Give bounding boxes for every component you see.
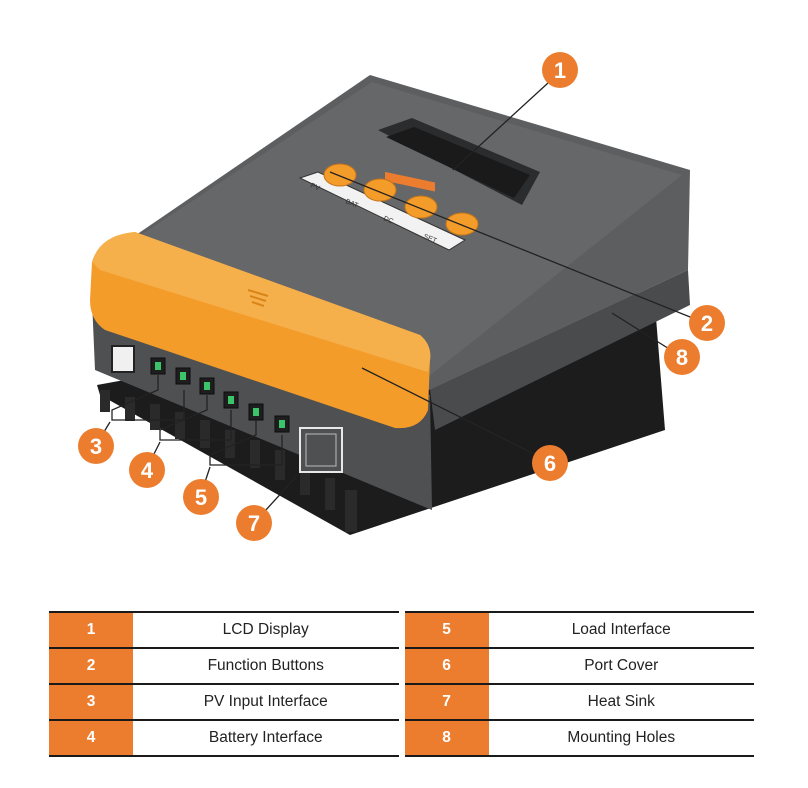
legend-number: 3 — [49, 683, 133, 721]
controller-diagram: PV BAT DC SET — [78, 52, 725, 541]
legend-label: Port Cover — [488, 647, 754, 685]
legend-label: Load Interface — [488, 611, 754, 649]
legend-gap — [398, 612, 405, 648]
legend-number: 4 — [49, 719, 133, 757]
callout-4: 4 — [129, 452, 165, 488]
bat-button[interactable] — [363, 178, 397, 202]
svg-text:5: 5 — [195, 485, 207, 510]
svg-text:1: 1 — [554, 58, 566, 83]
brand-logo — [385, 171, 435, 192]
legend-number: 6 — [404, 647, 489, 685]
callout-8: 8 — [664, 339, 700, 375]
rs485-port — [111, 345, 135, 373]
button-label-pv: PV — [309, 182, 321, 192]
legend-row: 3 PV Input Interface 7 Heat Sink — [49, 683, 754, 721]
port-cover — [90, 232, 431, 429]
dc-button[interactable] — [404, 195, 438, 219]
legend-number: 7 — [404, 683, 489, 721]
svg-text:8: 8 — [676, 345, 688, 370]
svg-text:2: 2 — [701, 311, 713, 336]
svg-text:3: 3 — [90, 434, 102, 459]
button-label-bat: BAT — [344, 198, 359, 210]
legend-number: 5 — [404, 611, 489, 649]
temperature-sensor-port — [299, 427, 343, 473]
legend-number: 1 — [49, 611, 133, 649]
svg-text:6: 6 — [544, 451, 556, 476]
legend-label: LCD Display — [133, 611, 399, 649]
legend-table: 1 LCD Display 5 Load Interface 2 Functio… — [49, 611, 754, 757]
legend-row: 2 Function Buttons 6 Port Cover — [49, 647, 754, 685]
callout-5: 5 — [183, 479, 219, 515]
svg-text:7: 7 — [248, 511, 260, 536]
button-label-set: SET — [422, 233, 438, 245]
legend-label: Mounting Holes — [488, 719, 754, 757]
legend-number: 2 — [49, 647, 133, 685]
legend-row: 4 Battery Interface 8 Mounting Holes — [49, 719, 754, 757]
pv-button[interactable] — [323, 163, 357, 187]
callout-7: 7 — [236, 505, 272, 541]
legend-gap — [398, 720, 405, 756]
legend-row: 1 LCD Display 5 Load Interface — [49, 611, 754, 649]
callout-1: 1 — [542, 52, 578, 88]
legend-gap — [398, 684, 405, 720]
housing-right-side — [430, 270, 690, 430]
set-button[interactable] — [445, 212, 479, 236]
legend-number: 8 — [404, 719, 489, 757]
legend-label: Function Buttons — [133, 647, 399, 685]
legend-gap — [398, 648, 405, 684]
svg-text:4: 4 — [141, 458, 154, 483]
button-panel — [298, 171, 467, 251]
legend-label: PV Input Interface — [133, 683, 399, 721]
callout-6: 6 — [532, 445, 568, 481]
button-label-dc: DC — [382, 215, 394, 225]
callout-3: 3 — [78, 428, 114, 464]
legend-label: Heat Sink — [488, 683, 754, 721]
legend-label: Battery Interface — [133, 719, 399, 757]
callout-2: 2 — [689, 305, 725, 341]
